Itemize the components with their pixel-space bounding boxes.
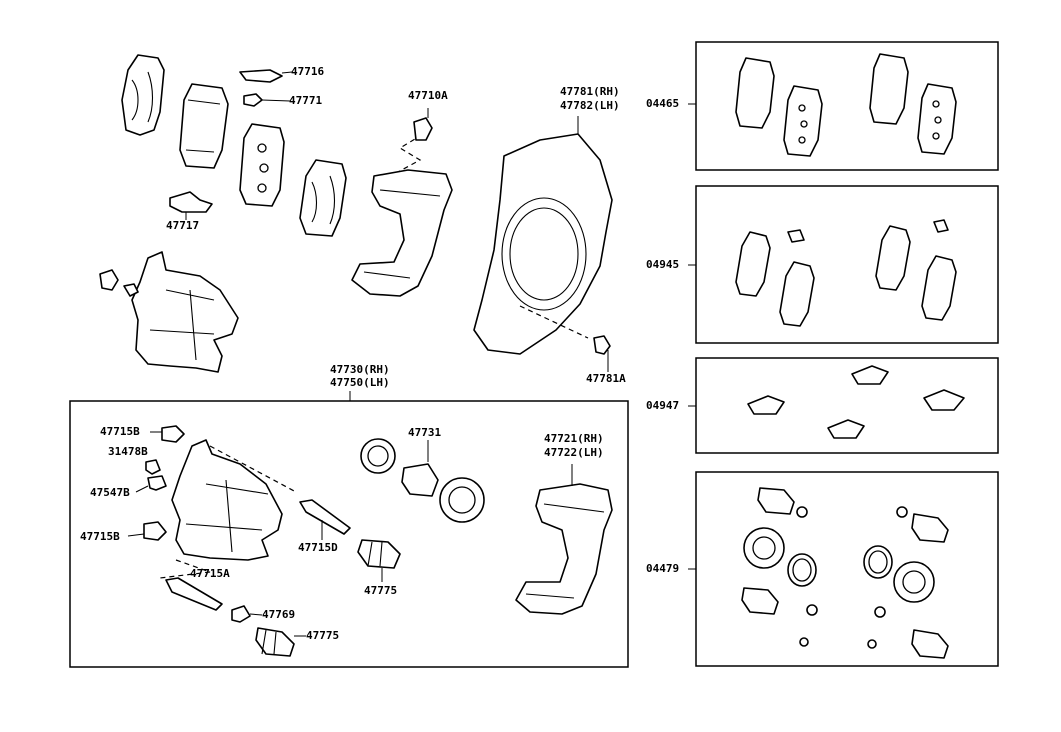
caliper-cylinder	[159, 439, 297, 579]
pad-wear-indicator	[243, 93, 291, 107]
anti-squeal-shim-outer	[121, 54, 165, 136]
anti-squeal-shim-inner	[299, 159, 347, 237]
pad-support-plate-clip	[239, 69, 293, 83]
label-47721-rh: 47721(RH)	[544, 432, 604, 445]
brake-pad-outer	[179, 83, 229, 169]
label-47775-bottom: 47775	[306, 629, 340, 642]
slide-bushing-boot-mid	[357, 539, 401, 582]
cylinder-assembly-top	[99, 251, 239, 373]
label-04945: 04945	[646, 258, 680, 271]
slide-pin-sub	[165, 577, 223, 611]
kit-box-pad-set	[695, 41, 999, 171]
kit-shims-left	[735, 229, 815, 327]
cylinder-boot-set	[360, 438, 485, 523]
label-47547b: 47547B	[90, 486, 130, 499]
label-47782-lh: 47782(LH)	[560, 99, 620, 112]
label-31478b: 31478B	[108, 445, 148, 458]
caliper-mounting-upper	[351, 108, 453, 297]
kit-pads-right	[869, 53, 957, 155]
label-04947: 04947	[646, 399, 680, 412]
label-47730-rh: 47730(RH)	[330, 363, 390, 376]
kit-box-cylinder-kit	[695, 471, 999, 667]
label-47781-rh: 47781(RH)	[560, 85, 620, 98]
bleeder-plug-cap	[145, 459, 161, 475]
label-04465: 04465	[646, 97, 680, 110]
label-47731: 47731	[408, 426, 442, 439]
label-47771: 47771	[289, 94, 323, 107]
label-47715a: 47715A	[190, 567, 230, 580]
kit-pads-left	[735, 57, 823, 157]
pad-support-plate-lower	[169, 191, 213, 220]
label-47710a: 47710A	[408, 89, 448, 102]
label-04479: 04479	[646, 562, 680, 575]
cylinder-assembly-box	[69, 400, 629, 668]
label-47750-lh: 47750(LH)	[330, 376, 390, 389]
kit-shims-right	[875, 219, 957, 321]
label-47775-mid: 47775	[364, 584, 398, 597]
label-47715b-mid: 47715B	[80, 530, 120, 543]
label-47781a: 47781A	[586, 372, 626, 385]
label-47722-lh: 47722(LH)	[544, 446, 604, 459]
slide-bushing-boot-bottom	[255, 627, 306, 657]
label-47716: 47716	[291, 65, 325, 78]
kit-fitting-clips	[747, 365, 965, 439]
label-47717: 47717	[166, 219, 200, 232]
label-47769: 47769	[262, 608, 296, 621]
kit-cylinder-seals	[741, 487, 949, 659]
label-47715b-top: 47715B	[100, 425, 140, 438]
slide-bushing-bolt-top	[150, 425, 185, 443]
caliper-mounting-lower	[515, 464, 613, 615]
disc-brake-dust-cover	[473, 116, 613, 372]
label-47715d: 47715D	[298, 541, 338, 554]
brake-pad-inner	[239, 123, 285, 207]
slide-pin-main	[299, 499, 351, 540]
bleeder-plug	[135, 475, 167, 493]
slide-bushing-bolt-mid	[127, 521, 167, 541]
cylinder-bushing	[231, 605, 263, 623]
